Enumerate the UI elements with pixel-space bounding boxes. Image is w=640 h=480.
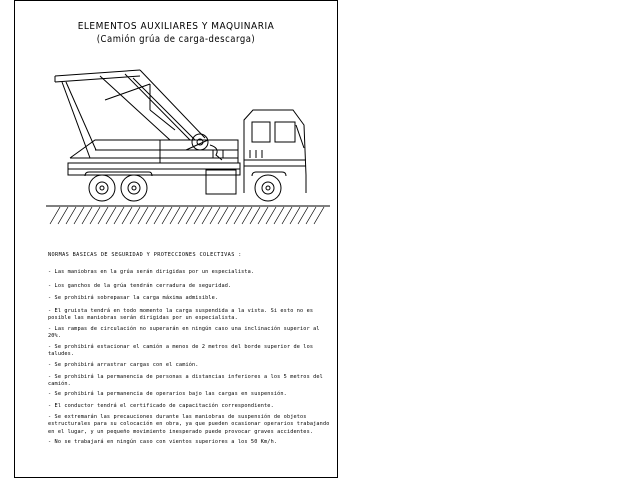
safety-rule: - No se trabajará en ningún caso con vie… [48,439,278,445]
rear-wheel-1 [88,174,116,202]
safety-rule: - Se prohibirá sobrepasar la carga máxim… [48,295,219,301]
safety-section-heading: NORMAS BASICAS DE SEGURIDAD Y PROTECCION… [48,252,242,258]
safety-rule: - Se extremarán las precauciones durante… [48,414,330,435]
crane-boom [54,69,206,159]
fuel-tank [205,169,237,195]
cab-door-window [251,121,271,143]
safety-rule: - Se prohibirá estacionar el camión a me… [48,344,314,358]
drawing-title: ELEMENTOS AUXILIARES Y MAQUINARIA [77,21,275,33]
drawing-sheet-frame [14,0,338,478]
crane-truck-illustration [46,69,330,225]
safety-rule: - Las rampas de circulación no superarán… [48,326,320,340]
safety-rule: - Se prohibirá arrastrar cargas con el c… [48,362,199,368]
safety-rule: - Los ganchos de la grúa tendrán cerradu… [48,283,232,289]
safety-rule: - Se prohibirá la permanencia de operari… [48,391,287,397]
rear-wheel-2 [120,174,148,202]
safety-rule: - Las maniobras en la grúa serán dirigid… [48,269,255,275]
front-wheel [254,174,282,202]
safety-rule: - Se prohibirá la permanencia de persona… [48,374,323,388]
cab-side-window [274,121,296,143]
truck-bed [69,139,239,163]
crane-winch [185,133,224,161]
safety-rule: - El conductor tendrá el certificado de … [48,403,274,409]
ground-hatch [49,206,325,225]
drawing-subtitle: (Camión grúa de carga-descarga) [96,34,256,46]
truck-cab [243,109,307,193]
safety-rule: - El gruista tendrá en todo momento la c… [48,308,314,322]
